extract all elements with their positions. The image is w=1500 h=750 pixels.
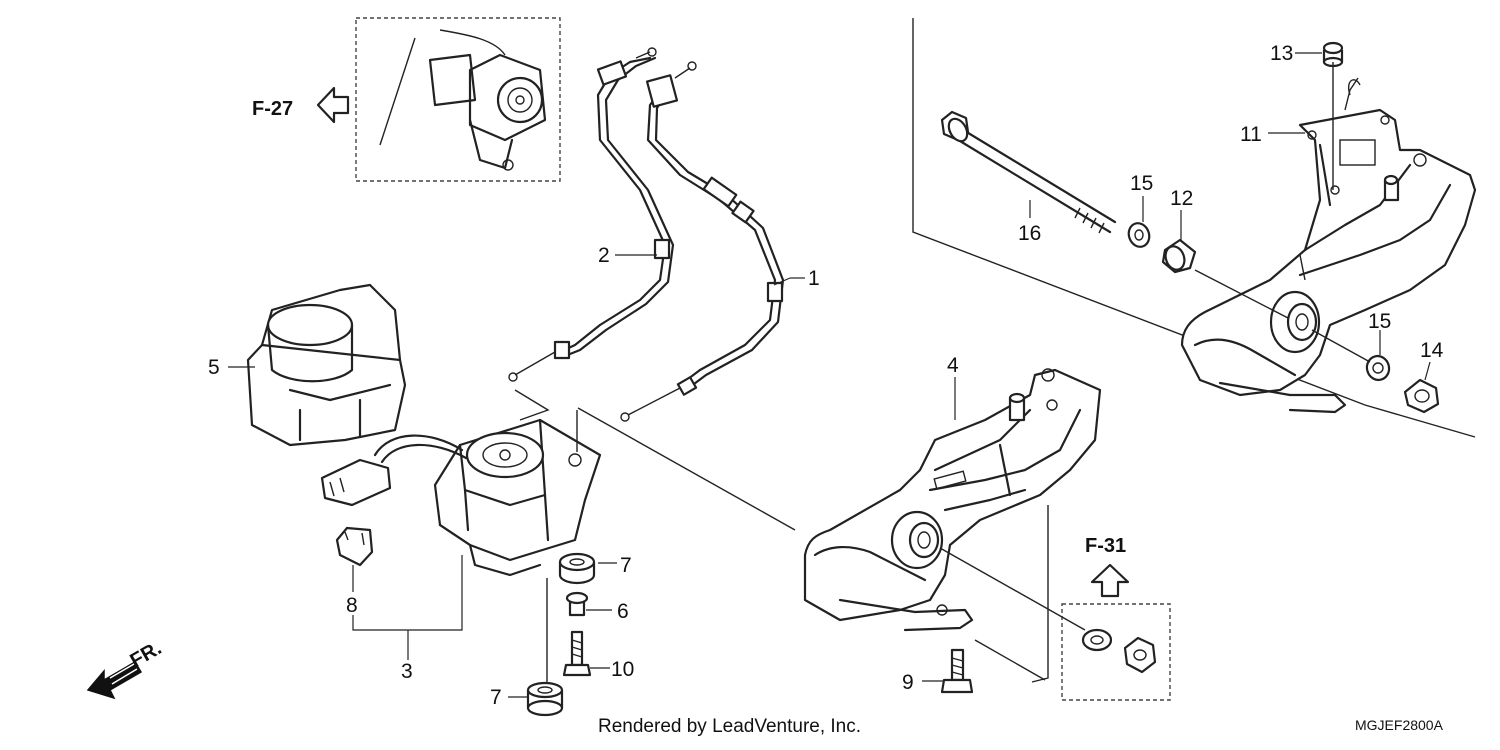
callout-5[interactable]: 5	[208, 356, 220, 379]
grommet-7-lower	[526, 681, 564, 717]
front-arrow-icon	[86, 660, 143, 700]
callout-12[interactable]: 12	[1170, 187, 1193, 210]
callout-14[interactable]: 14	[1420, 339, 1444, 362]
throttle-cable-2	[508, 47, 675, 382]
nut-14	[1403, 378, 1440, 414]
f31-inset	[1061, 603, 1171, 701]
leader-lines	[228, 52, 1431, 698]
right-panel-frame	[912, 18, 1476, 438]
callout-15-upper[interactable]: 15	[1130, 172, 1153, 195]
callout-8[interactable]: 8	[346, 594, 358, 617]
front-direction-indicator: FR.	[86, 637, 165, 700]
callout-7-upper[interactable]: 7	[620, 554, 632, 577]
clip-8	[335, 526, 374, 567]
callout-7-lower[interactable]: 7	[490, 686, 502, 709]
f27-reference-arrow[interactable]: F-27	[252, 86, 350, 124]
assembly-lines	[514, 254, 1371, 683]
callout-2[interactable]: 2	[598, 244, 610, 267]
diagram-code: MGJEF2800A	[1355, 717, 1444, 733]
f27-label: F-27	[252, 98, 293, 120]
collar-6	[565, 591, 589, 617]
bolt-10	[562, 630, 592, 677]
collar-12	[1161, 238, 1197, 274]
control-motor-3	[320, 418, 602, 577]
callout-11[interactable]: 11	[1240, 123, 1262, 146]
callout-6[interactable]: 6	[617, 600, 629, 623]
bracket-11	[1180, 77, 1477, 414]
callout-10[interactable]: 10	[611, 658, 634, 681]
callout-1[interactable]: 1	[808, 267, 820, 290]
bolt-9	[940, 648, 974, 694]
callout-3[interactable]: 3	[401, 660, 413, 683]
bracket-4	[803, 368, 1102, 632]
callout-9[interactable]: 9	[902, 671, 914, 694]
actuator-cover-5	[246, 283, 407, 447]
f31-reference-arrow[interactable]: F-31	[1085, 535, 1130, 598]
grommet-7-upper	[558, 552, 596, 585]
f27-inset	[355, 17, 561, 182]
callout-13[interactable]: 13	[1270, 42, 1293, 65]
f31-label: F-31	[1085, 535, 1126, 557]
callout-15-lower[interactable]: 15	[1368, 310, 1391, 333]
nut-13	[1322, 41, 1344, 190]
callout-4[interactable]: 4	[947, 354, 959, 377]
throttle-cable-1	[620, 61, 785, 422]
callout-16[interactable]: 16	[1018, 222, 1041, 245]
washer-15-lower	[1365, 354, 1391, 382]
washer-15-upper	[1127, 222, 1151, 248]
long-bolt-16	[940, 110, 1117, 234]
callouts: 1 2 3 4 5 6 7 7 8 9 10 11 12 13 14 15 15…	[208, 42, 1444, 709]
credit-text: Rendered by LeadVenture, Inc.	[598, 716, 861, 737]
